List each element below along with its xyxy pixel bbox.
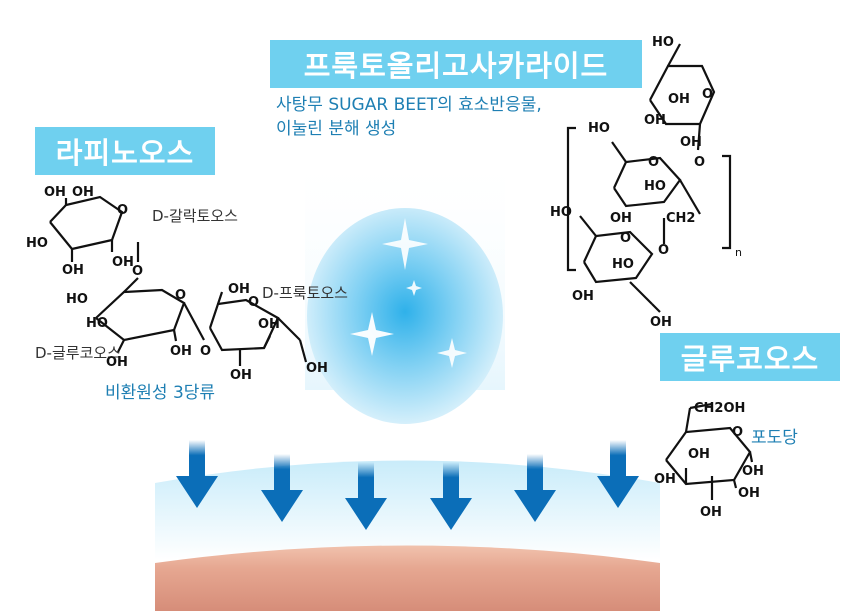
- fos-bracket: [566, 126, 732, 272]
- glucose-unit-label: D-글루코오스: [35, 344, 121, 362]
- down-arrow-icon: [345, 462, 387, 530]
- galactose-ring: [49, 195, 140, 262]
- atom-oh: OH: [742, 464, 764, 479]
- atom-oh: OH: [228, 282, 250, 297]
- atom-oh: OH: [106, 355, 128, 370]
- atom-ch2: CH2: [666, 211, 695, 226]
- glucose-ring: [95, 277, 205, 353]
- glucose-title: 글루코오스: [660, 333, 840, 381]
- fructose-label: D-프룩토오스: [262, 284, 348, 302]
- raffinose-title: 라피노오스: [35, 127, 215, 175]
- atom-o: O: [117, 203, 128, 218]
- atom-oh: OH: [72, 185, 94, 200]
- atom-o: O: [732, 425, 743, 440]
- glucose-pyranose-ring: [665, 402, 754, 500]
- skin-layer: [155, 545, 660, 611]
- down-arrow-icon: [430, 462, 472, 530]
- glucose-caption: 포도당: [751, 428, 798, 448]
- atom-oh: OH: [112, 255, 134, 270]
- atom-oh: OH: [230, 368, 252, 383]
- atom-o: O: [248, 295, 259, 310]
- atom-oh: OH: [258, 317, 280, 332]
- atom-oh: OH: [644, 113, 666, 128]
- atom-oh: OH: [306, 361, 328, 376]
- atom-ch2oh: CH2OH: [694, 401, 745, 416]
- atom-ho: HO: [26, 236, 48, 251]
- glow-sphere: [307, 208, 503, 424]
- atom-ho: HO: [644, 179, 666, 194]
- down-arrow-icon: [597, 440, 639, 508]
- atom-ho: HO: [550, 205, 572, 220]
- sparkle-icon: [350, 218, 467, 368]
- atom-oh: OH: [680, 135, 702, 150]
- raffinose-caption: 비환원성 3당류: [105, 383, 216, 403]
- atom-ho: HO: [86, 316, 108, 331]
- atom-oh: OH: [654, 472, 676, 487]
- fructose-ring: [208, 291, 308, 366]
- atom-oh: OH: [688, 447, 710, 462]
- down-arrow-icon: [176, 440, 218, 508]
- atom-oh: OH: [668, 92, 690, 107]
- atom-oh: OH: [62, 263, 84, 278]
- fos-desc-line1: 사탕무 SUGAR BEET의 효소반응물,: [276, 95, 542, 115]
- atom-oh: OH: [700, 505, 722, 520]
- atom-n: n: [735, 246, 742, 259]
- atom-o: O: [175, 288, 186, 303]
- atom-o: O: [694, 155, 705, 170]
- atom-oh: OH: [572, 289, 594, 304]
- atom-ho: HO: [652, 35, 674, 50]
- atom-o: O: [620, 231, 631, 246]
- galactose-label: D-갈락토오스: [152, 207, 238, 225]
- atom-o: O: [200, 344, 211, 359]
- atom-oh: OH: [610, 211, 632, 226]
- down-arrow-icon: [261, 454, 303, 522]
- down-arrow-icon: [514, 454, 556, 522]
- atom-o: O: [132, 264, 143, 279]
- atom-o: O: [702, 87, 713, 102]
- atom-ho: HO: [588, 121, 610, 136]
- fos-fructose-ring-2: [579, 215, 661, 313]
- fos-glucose-ring: [649, 43, 716, 151]
- fos-title: 프룩토올리고사카라이드: [270, 40, 642, 88]
- atom-oh: OH: [44, 185, 66, 200]
- fos-desc-line2: 이눌린 분해 생성: [276, 119, 397, 139]
- atom-oh: OH: [738, 486, 760, 501]
- atom-ho: HO: [612, 257, 634, 272]
- atom-ho: HO: [66, 292, 88, 307]
- atom-oh: OH: [650, 315, 672, 330]
- atom-oh: OH: [170, 344, 192, 359]
- atom-o: O: [658, 243, 669, 258]
- fos-description: 사탕무 SUGAR BEET의 효소반응물, 이눌린 분해 생성: [276, 93, 542, 141]
- atom-o: O: [648, 155, 659, 170]
- fos-fructose-ring-1: [611, 141, 701, 244]
